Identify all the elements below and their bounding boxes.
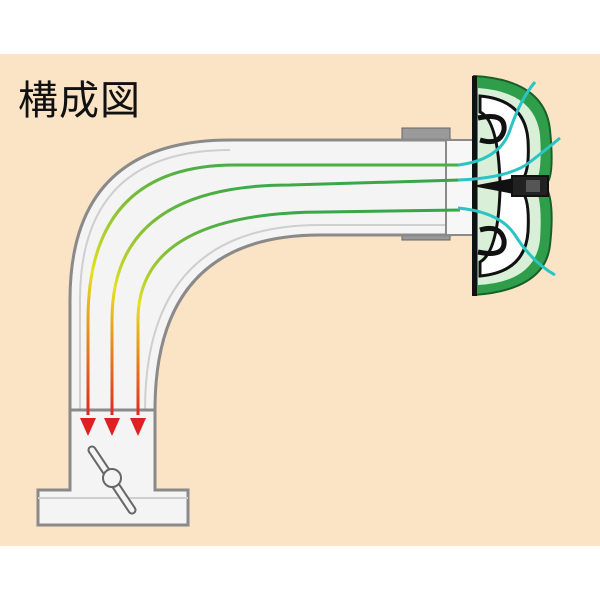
flow-line-outer: [86, 163, 460, 415]
flow-arrow-outer: [80, 418, 96, 436]
inflow-line-top: [457, 81, 537, 167]
duct-inner-wall-inner: [144, 224, 450, 411]
inflow-line-middle: [457, 136, 561, 182]
diagram-title: 構成図: [18, 78, 141, 124]
flow-line-inner: [136, 208, 461, 415]
flow-line-middle: [110, 178, 461, 415]
flow-arrow-middle: [104, 418, 120, 436]
inflow-line-bottom: [457, 206, 556, 277]
flow-arrow-inner: [130, 418, 146, 436]
duct-connector: [445, 139, 475, 236]
duct-inner-wall-outer: [79, 149, 231, 410]
nozzle: [472, 175, 549, 197]
damper-valve: [87, 445, 137, 515]
top-flange: [401, 127, 451, 141]
damper-box: [36, 408, 190, 527]
